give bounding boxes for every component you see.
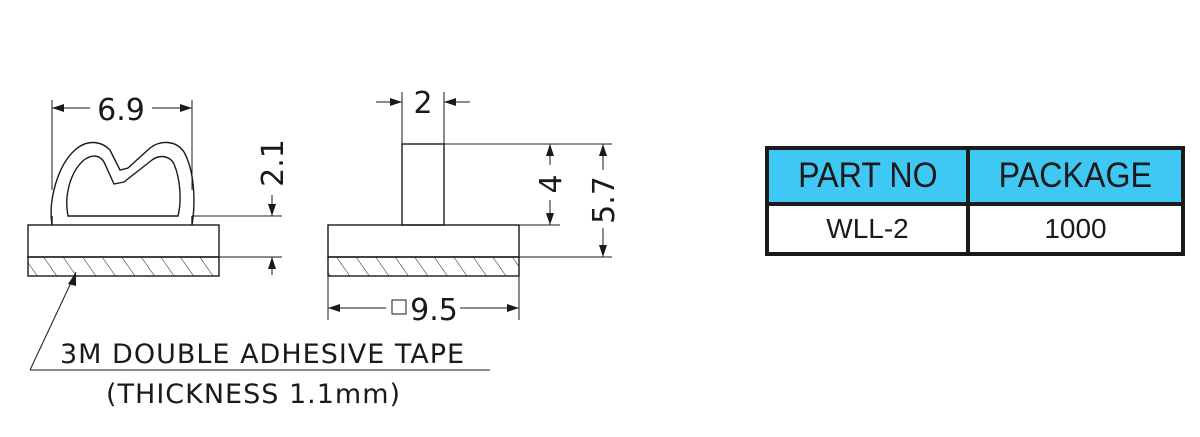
dimension-clip-width: 6.9 [51, 93, 193, 190]
clip-base [27, 224, 220, 258]
table-header-package: PACKAGE [970, 150, 1181, 206]
table-cell-package: 1000 [970, 206, 1181, 252]
table-header-part-no-text: PART NO [797, 156, 938, 195]
clip-inner-profile [66, 155, 181, 217]
table-header-part-no: PART NO [769, 150, 970, 206]
note-line-2: (THICKNESS 1.1mm) [106, 379, 401, 410]
dimension-clip-width-label: 6.9 [97, 93, 145, 128]
table-cell-part-no: WLL-2 [769, 206, 970, 252]
dimension-post-height-label: 4 [534, 174, 569, 193]
post-adhesive-tape [327, 256, 520, 277]
dimension-base-size: 9.5 [327, 276, 520, 328]
dimension-post-height: 4 [444, 143, 569, 226]
table-header-package-text: PACKAGE [998, 156, 1153, 195]
clip-outer-profile [50, 141, 195, 226]
dimension-base-size-label: 9.5 [410, 293, 458, 328]
post [401, 143, 445, 226]
dimension-clip-height: 2.1 [192, 139, 291, 275]
dimension-total-height-label: 5.7 [587, 176, 622, 224]
dimension-total-height: 5.7 [519, 143, 622, 258]
square-symbol-icon [391, 299, 407, 315]
dimension-post-width: 2 [376, 86, 470, 144]
note-line-1: 3M DOUBLE ADHESIVE TAPE [60, 339, 465, 370]
dimension-clip-height-label: 2.1 [256, 139, 291, 187]
post-base [327, 224, 520, 258]
dimension-post-width-label: 2 [413, 86, 432, 121]
part-spec-table: PART NO PACKAGE WLL-2 1000 [765, 146, 1185, 256]
clip-adhesive-tape [27, 256, 220, 277]
adhesive-tape-note: 3M DOUBLE ADHESIVE TAPE (THICKNESS 1.1mm… [29, 271, 490, 410]
post-side-view [327, 143, 520, 277]
clip-side-view [27, 141, 220, 277]
